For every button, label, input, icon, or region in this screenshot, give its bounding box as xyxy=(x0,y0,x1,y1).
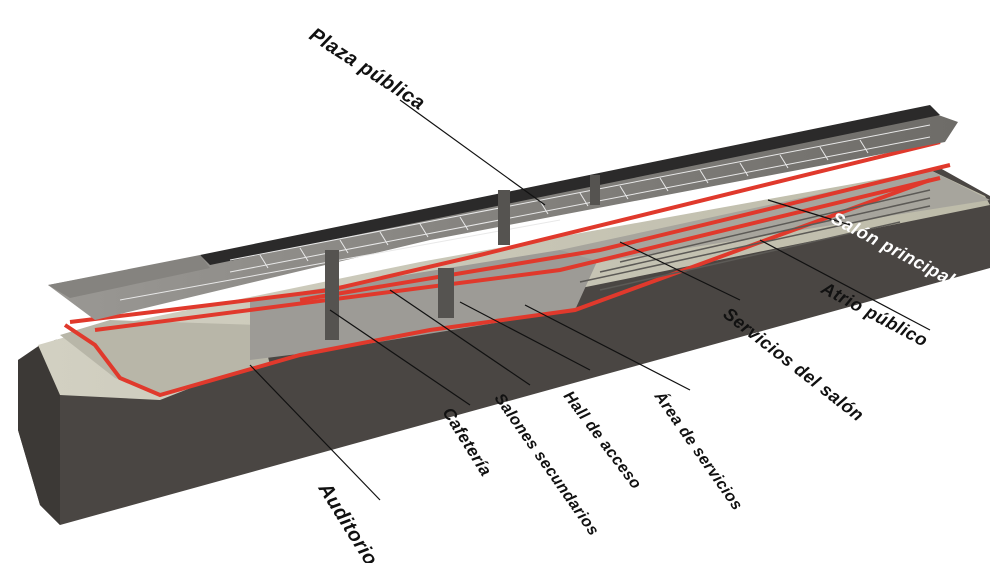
leader-hall xyxy=(459,301,591,371)
leader-salon-principal xyxy=(767,199,851,226)
label-hall-de-acceso: Hall de acceso xyxy=(560,388,645,493)
label-area-de-servicios: Área de servicios xyxy=(650,387,747,514)
label-plaza-publica: Plaza pública xyxy=(305,24,429,115)
leader-cafeteria xyxy=(329,309,471,406)
label-cafeteria: Cafetería xyxy=(439,404,496,480)
seating-rows xyxy=(579,189,931,291)
leader-lines xyxy=(249,99,931,501)
leader-area-servicios xyxy=(524,304,691,391)
leader-atrio xyxy=(759,239,931,331)
leader-servicios-salon xyxy=(619,241,741,301)
leader-plaza xyxy=(399,99,546,206)
leader-auditorio xyxy=(249,364,381,501)
columns xyxy=(325,175,600,340)
leader-salones xyxy=(389,289,531,386)
